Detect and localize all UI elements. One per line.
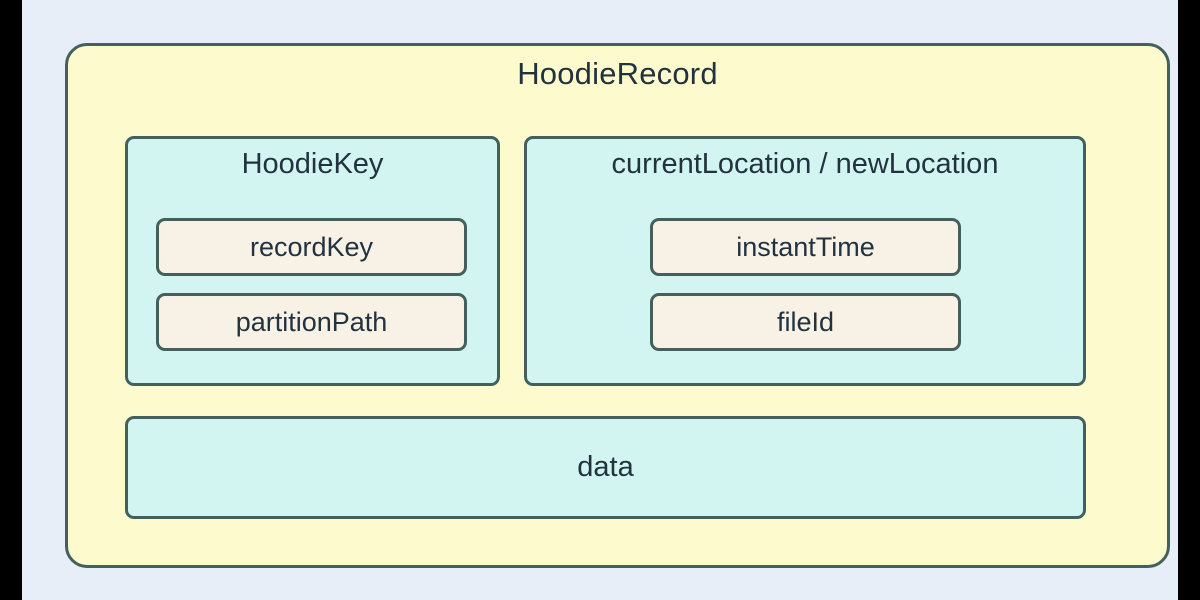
location-panel: currentLocation / newLocation instantTim… (524, 136, 1086, 386)
instant-time-field: instantTime (650, 218, 961, 276)
hoodie-key-panel-title: HoodieKey (241, 148, 384, 180)
diagram-plate: HoodieRecord HoodieKey recordKey partiti… (22, 0, 1178, 600)
hoodie-record-container: HoodieRecord HoodieKey recordKey partiti… (65, 43, 1170, 568)
record-key-field: recordKey (156, 218, 467, 276)
data-field: data (125, 416, 1086, 519)
hoodie-key-panel: HoodieKey recordKey partitionPath (125, 136, 500, 386)
partition-path-field: partitionPath (156, 293, 467, 351)
file-id-field: fileId (650, 293, 961, 351)
hoodie-record-title: HoodieRecord (517, 56, 718, 91)
location-panel-title: currentLocation / newLocation (611, 148, 999, 180)
